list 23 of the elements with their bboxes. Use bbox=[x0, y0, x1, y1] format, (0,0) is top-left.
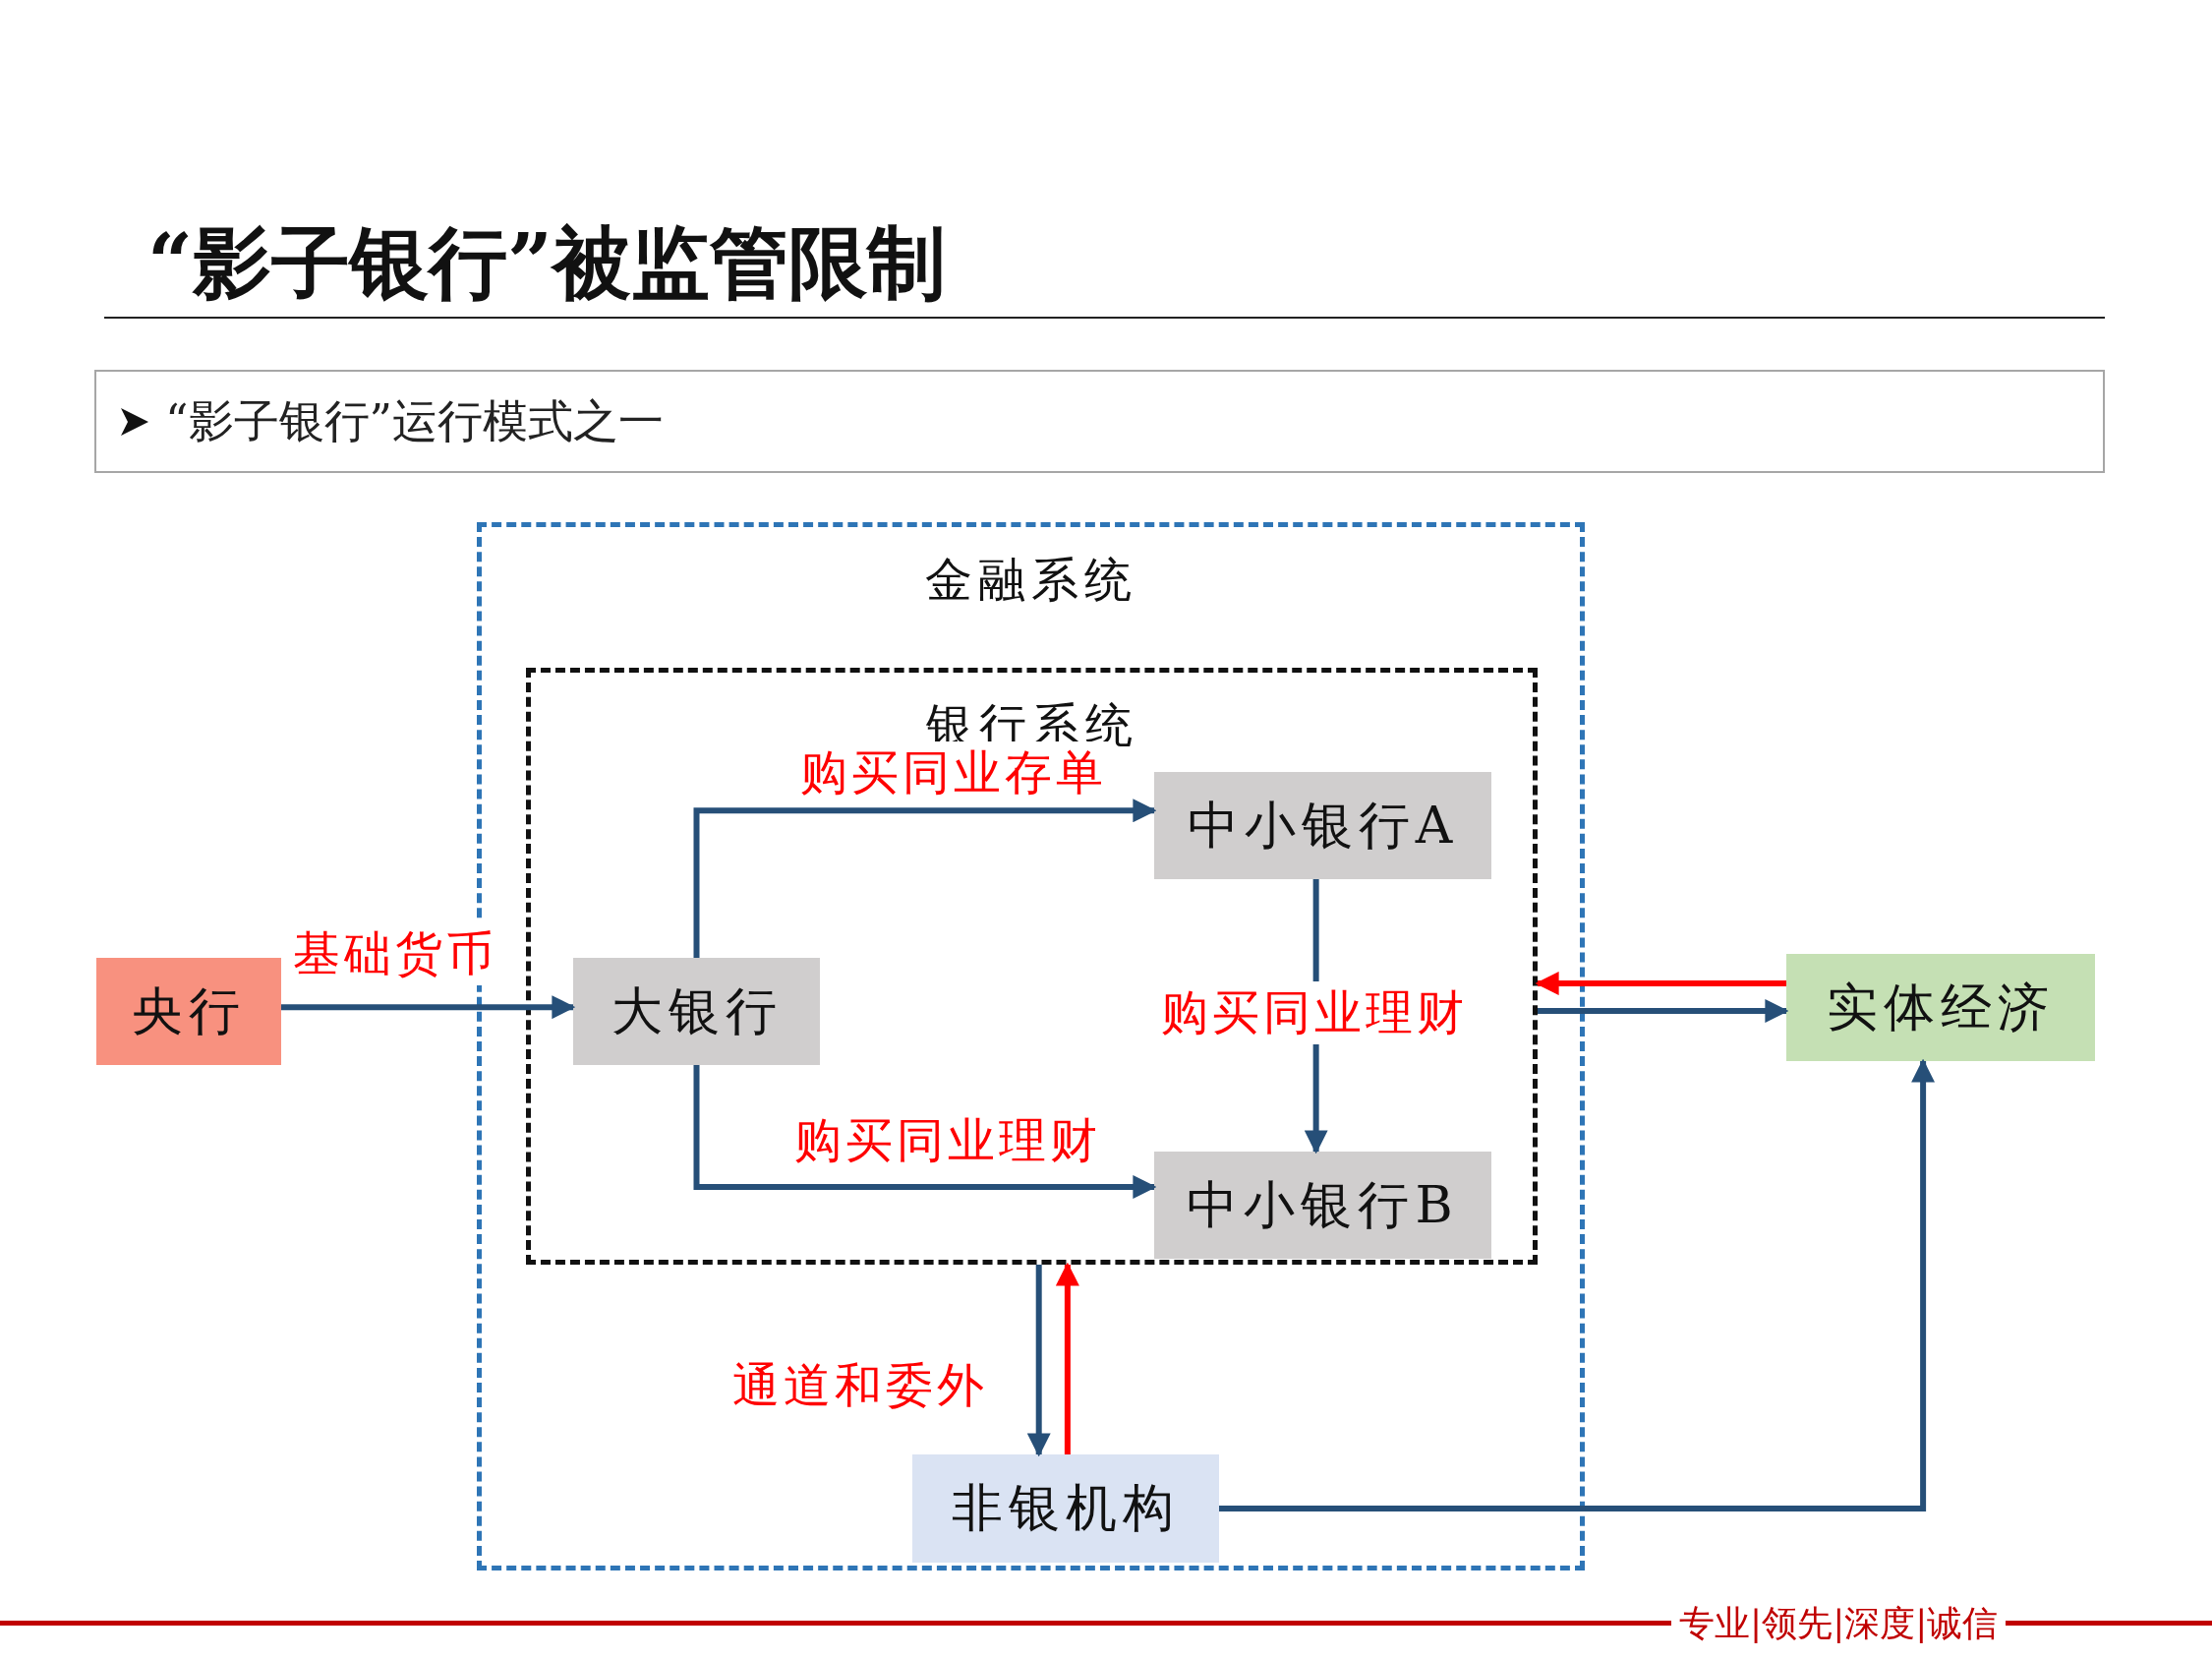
arrow bbox=[693, 799, 1157, 958]
node-label: 中小银行B bbox=[1187, 1173, 1459, 1236]
subtitle-text: “影子银行”运行模式之一 bbox=[165, 392, 665, 449]
node-label: 非银机构 bbox=[952, 1477, 1180, 1539]
arrow bbox=[1538, 999, 1789, 1024]
node-label: 实体经济 bbox=[1827, 976, 2055, 1038]
slide-title: “影子银行”被监管限制 bbox=[147, 215, 947, 311]
group-title: 金融系统 bbox=[924, 551, 1137, 609]
node-label: 中小银行A bbox=[1187, 794, 1459, 857]
arrow bbox=[1026, 1265, 1051, 1457]
arrow bbox=[1535, 972, 1786, 995]
entity-box bbox=[573, 958, 820, 1065]
entity-box bbox=[1154, 772, 1491, 879]
entity-box bbox=[912, 1454, 1219, 1563]
node-label: 央行 bbox=[132, 979, 246, 1042]
entity-box bbox=[1786, 954, 2095, 1061]
entity-box bbox=[96, 958, 281, 1065]
node-label: 大银行 bbox=[611, 979, 783, 1042]
arrow bbox=[693, 1065, 1157, 1199]
arrow bbox=[1219, 1058, 1936, 1511]
arrow bbox=[281, 995, 576, 1020]
arrow bbox=[1055, 1262, 1079, 1454]
entity-box bbox=[1154, 1152, 1491, 1259]
